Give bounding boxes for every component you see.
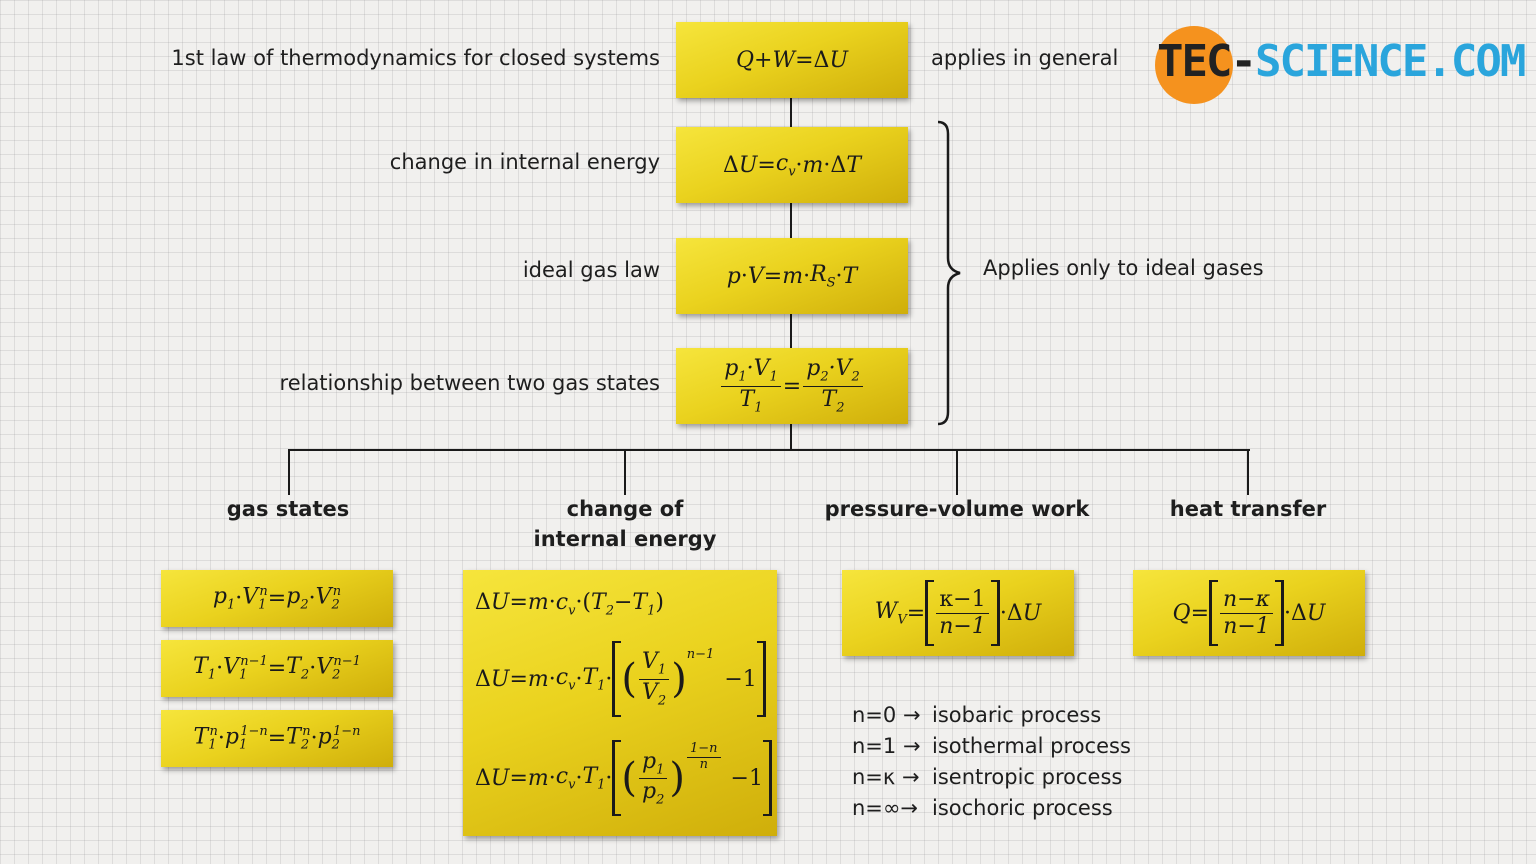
du-temperature-formula: ΔU=m·cv·(T2−T1) [475, 589, 664, 618]
process-item: n=0 →isobaric process [852, 703, 1102, 727]
process-list: n=0 →isobaric process n=1 →isothermal pr… [852, 700, 1131, 824]
internal-energy-label: change in internal energy [389, 150, 660, 174]
connector-drop-pv-work [956, 449, 958, 495]
polytropic-tv-formula: T1·V1n−1=T2·V2n−1 [161, 640, 393, 697]
heading-pv-work: pressure-volume work [824, 497, 1090, 521]
polytropic-pv-formula: p1·V1n=p2·V2n [161, 570, 393, 627]
connector-horizontal [288, 449, 1250, 451]
two-states-label: relationship between two gas states [279, 371, 660, 395]
connector-drop-internal-energy [624, 449, 626, 495]
process-item: n=∞→isochoric process [852, 796, 1113, 820]
process-item: n=1 →isothermal process [852, 734, 1131, 758]
logo-circle [1155, 26, 1233, 104]
tec-science-logo: TEC-SCIENCE.COM [1153, 22, 1526, 106]
connector-drop-heat-transfer [1247, 449, 1249, 495]
ideal-gases-label: Applies only to ideal gases [983, 256, 1264, 280]
first-law-label: 1st law of thermodynamics for closed sys… [171, 46, 660, 70]
ideal-gas-law-formula: p·V=m·RS·T [676, 238, 908, 314]
polytropic-tp-formula: T1n·p11−n=T2n·p21−n [161, 710, 393, 767]
heading-heat-transfer: heat transfer [1169, 497, 1327, 521]
connector-drop-gas-states [288, 449, 290, 495]
ideal-gases-brace [937, 120, 961, 426]
process-item: n=κ →isentropic process [852, 765, 1123, 789]
ideal-gas-law-label: ideal gas law [522, 258, 660, 282]
heading-gas-states: gas states [226, 497, 350, 521]
applies-general-label: applies in general [931, 46, 1119, 70]
logo-text: TEC-SCIENCE.COM [1157, 36, 1526, 87]
heading-internal-energy: change of internal energy [533, 497, 717, 551]
